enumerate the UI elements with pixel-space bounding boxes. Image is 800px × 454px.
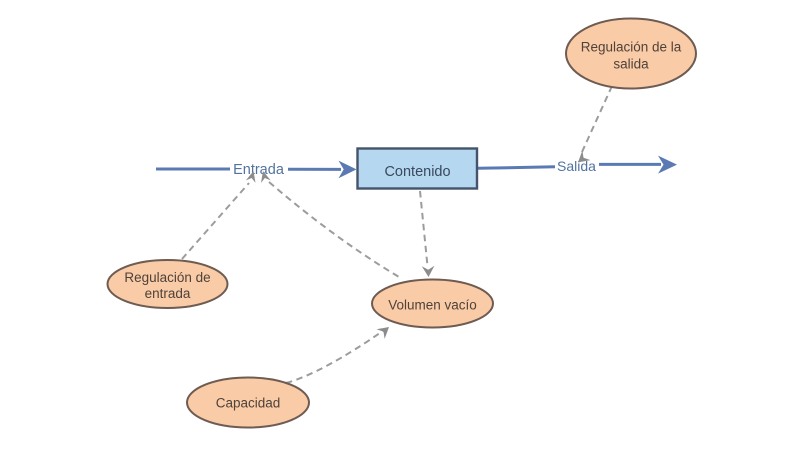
svg-text:Entrada: Entrada [233,162,285,178]
svg-text:salida: salida [613,57,649,72]
svg-text:Regulación de la: Regulación de la [581,40,682,55]
svg-text:Volumen vacío: Volumen vacío [388,298,477,313]
svg-text:Salida: Salida [557,158,596,174]
svg-text:Contenido: Contenido [384,164,450,180]
svg-text:Regulación de: Regulación de [124,270,210,285]
svg-text:entrada: entrada [145,286,191,301]
svg-text:Capacidad: Capacidad [216,396,281,411]
